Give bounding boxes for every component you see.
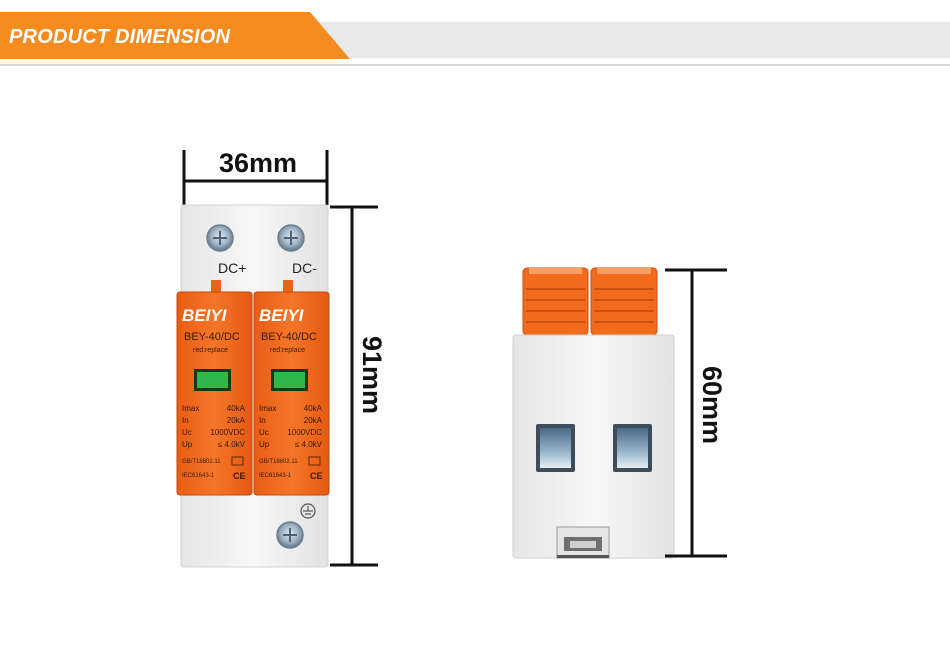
status-indicator	[197, 372, 228, 388]
depth-dimension-label: 60mm	[697, 366, 727, 444]
model-label: BEY-40/DC	[261, 331, 317, 343]
standard-label: GB/T18802.11	[182, 459, 221, 465]
height-dimension-label: 91mm	[357, 336, 387, 414]
standard-label: IEC61643-1	[259, 473, 292, 479]
spec-key: Imax	[182, 404, 199, 413]
spec-key: Uc	[182, 428, 192, 437]
module-right: BEIYI BEY-40/DC red:replace Imax 40kA In…	[253, 291, 330, 496]
terminal-window-glass	[617, 428, 648, 468]
spec-value: 40kA	[227, 404, 246, 413]
model-label: BEY-40/DC	[184, 331, 240, 343]
page-title: PRODUCT DIMENSION	[9, 26, 231, 48]
module-left: BEIYI BEY-40/DC red:replace Imax 40kA In…	[176, 291, 253, 496]
cert-box-icon	[308, 456, 321, 466]
standard-label: IEC61643-1	[182, 473, 215, 479]
ground-icon	[300, 503, 316, 519]
replace-note: red:replace	[270, 347, 305, 354]
module-tab	[211, 280, 221, 294]
brand-logo: BEIYI	[182, 306, 228, 325]
spec-key: Uc	[259, 428, 269, 437]
spec-value: ≤ 4.0kV	[295, 440, 323, 449]
screw-icon	[277, 224, 305, 252]
header-tab	[0, 12, 350, 59]
spec-key: In	[182, 416, 189, 425]
spec-value: 1000VDC	[287, 428, 322, 437]
cert-box-icon	[231, 456, 244, 466]
terminal-label-negative: DC-	[292, 260, 317, 276]
module-tab	[283, 280, 293, 294]
spec-value: 1000VDC	[210, 428, 245, 437]
ce-mark: CE	[233, 471, 246, 481]
ce-mark: CE	[310, 471, 323, 481]
side-view: 60mm	[512, 267, 727, 559]
front-view: 36mm 91mm DC+ DC- BEIYI BEY-40/DC	[176, 148, 387, 568]
spec-key: Up	[182, 440, 193, 449]
terminal-window-glass	[540, 428, 571, 468]
spec-key: Up	[259, 440, 270, 449]
screw-icon	[276, 521, 304, 549]
replace-note: red:replace	[193, 347, 228, 354]
width-dimension-label: 36mm	[219, 148, 297, 178]
status-indicator	[274, 372, 305, 388]
brand-logo: BEIYI	[259, 306, 305, 325]
spec-value: 20kA	[227, 416, 246, 425]
standard-label: GB/T18802.11	[259, 459, 298, 465]
spec-key: In	[259, 416, 266, 425]
side-module-right	[590, 267, 658, 336]
din-clip	[556, 526, 610, 559]
spec-value: ≤ 4.0kV	[218, 440, 246, 449]
screw-icon	[206, 224, 234, 252]
header-divider	[0, 64, 950, 66]
spec-value: 40kA	[304, 404, 323, 413]
terminal-label-positive: DC+	[218, 260, 246, 276]
spec-value: 20kA	[304, 416, 323, 425]
spec-key: Imax	[259, 404, 276, 413]
side-module-left	[522, 267, 589, 336]
